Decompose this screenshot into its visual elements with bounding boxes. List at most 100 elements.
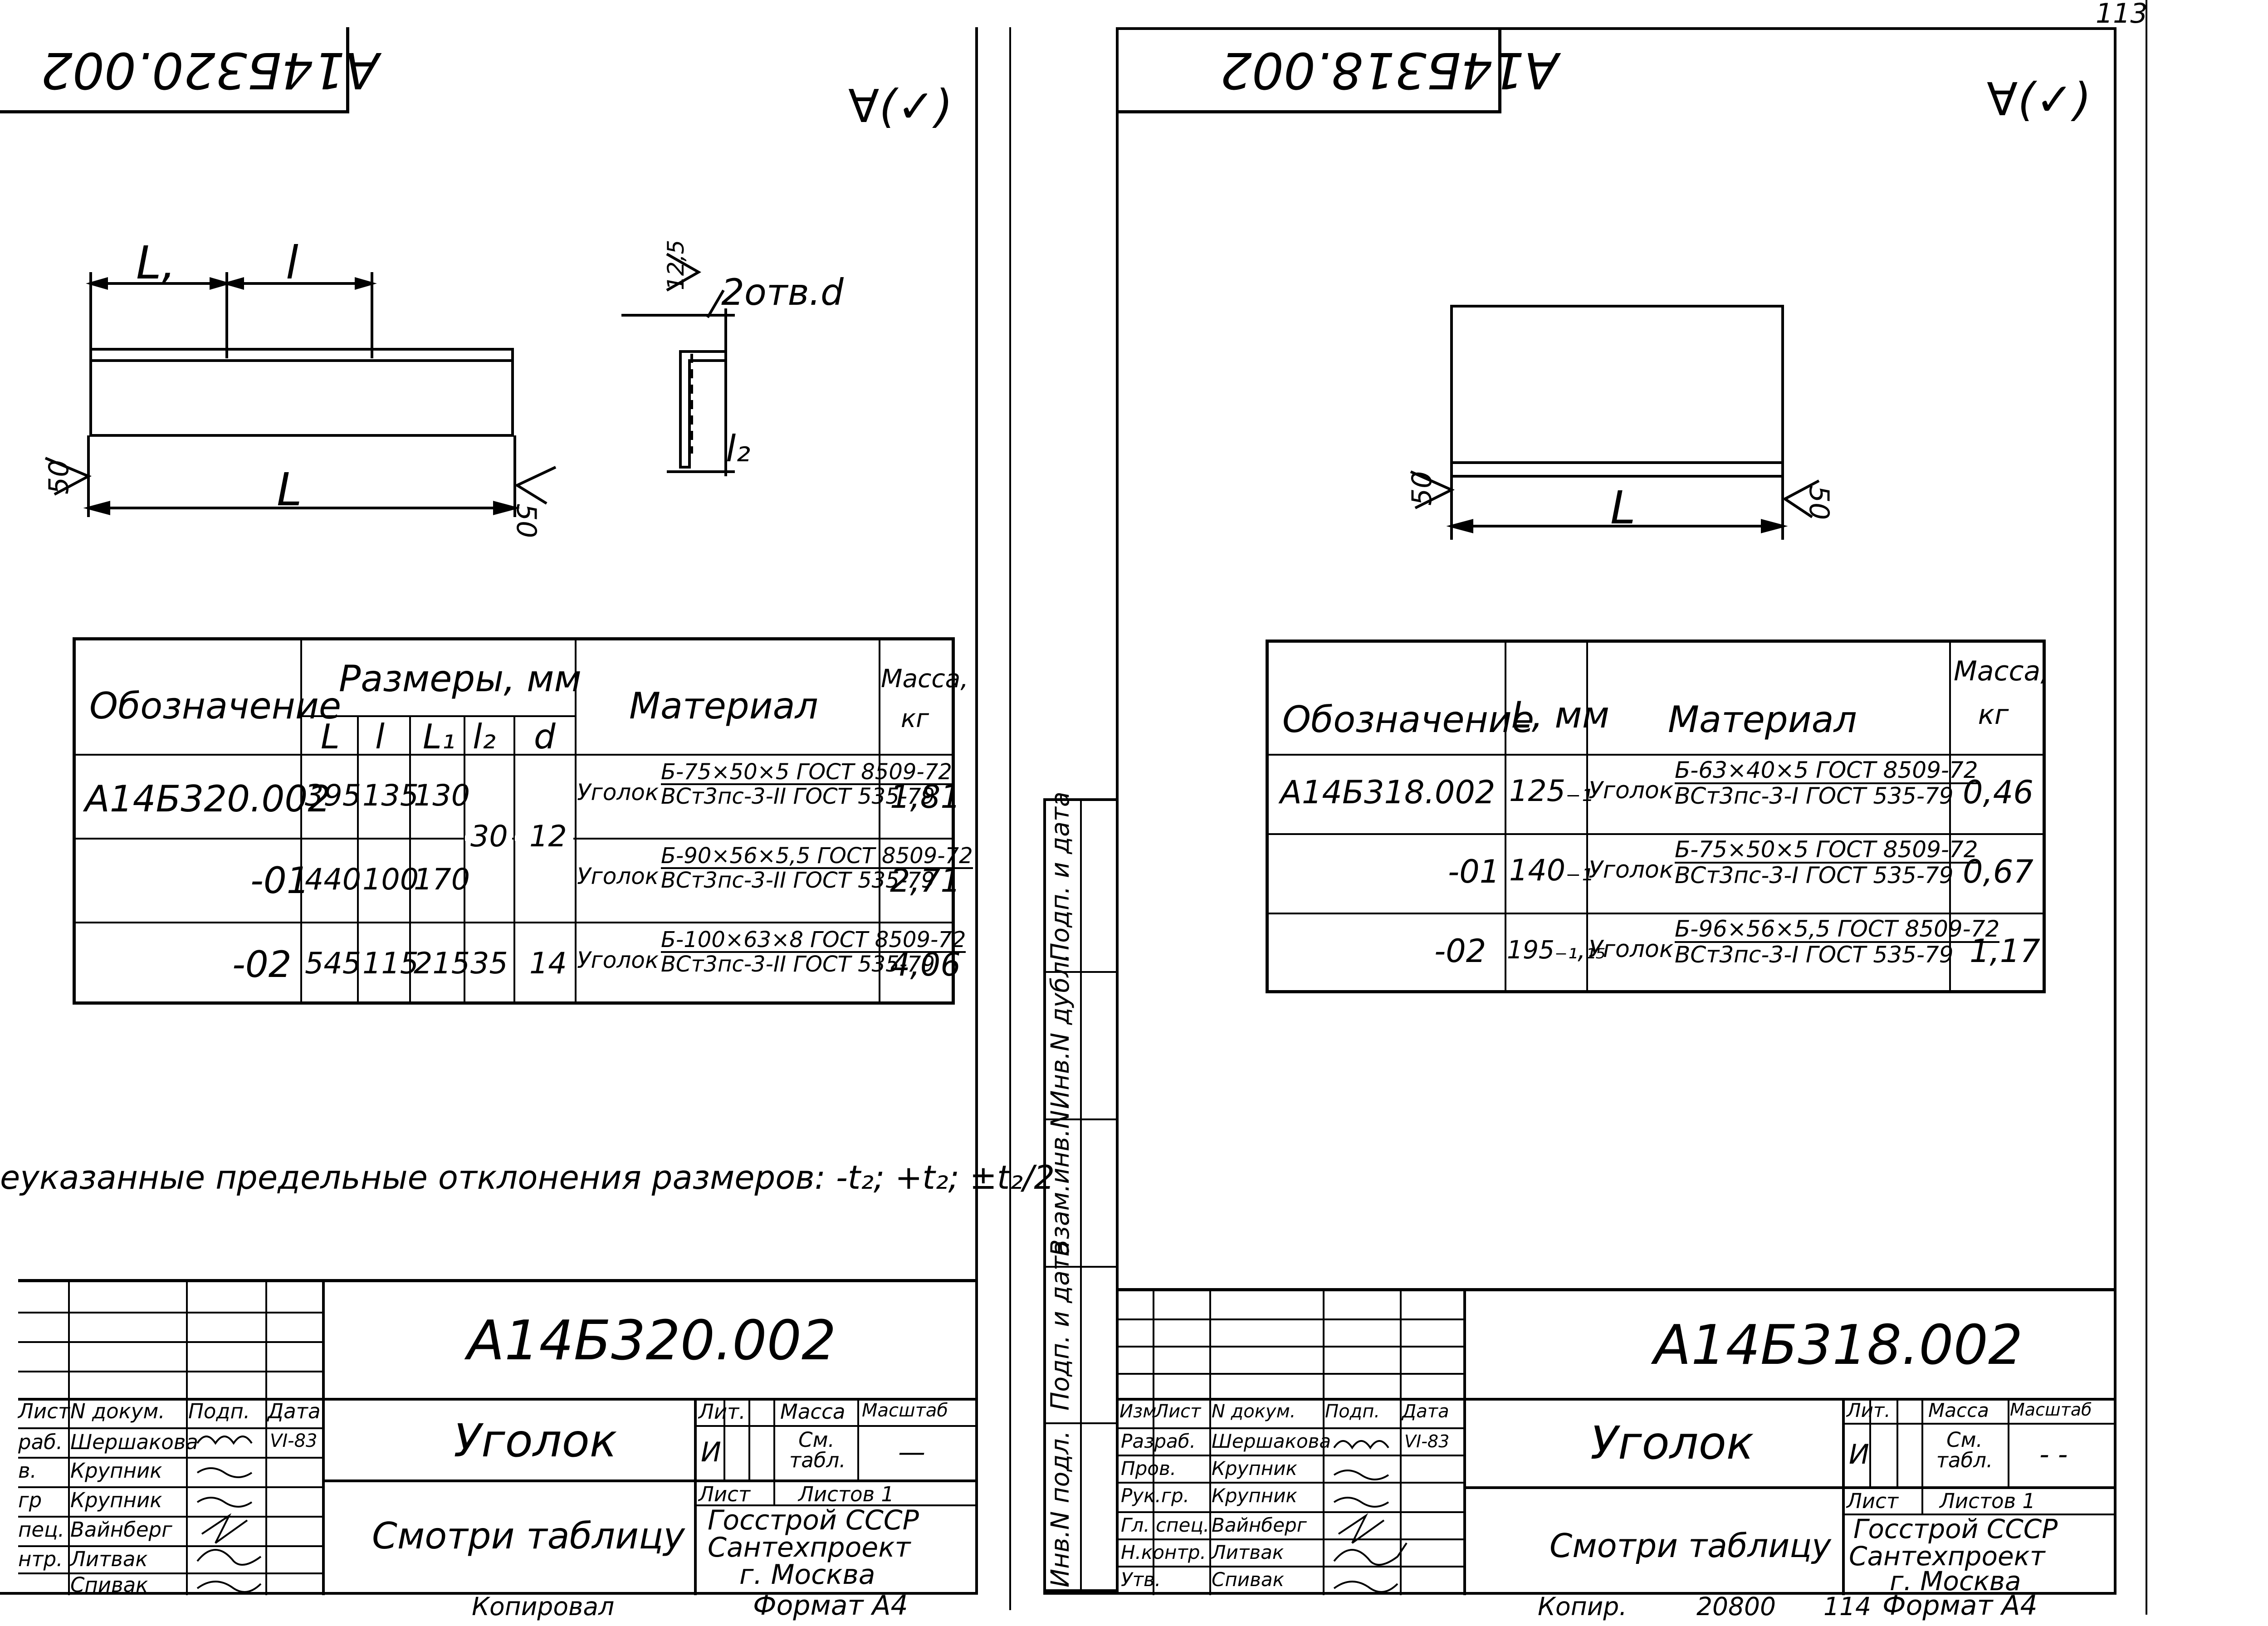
left-row0-mat-prefix: Уголок [577, 779, 659, 806]
left-row0-l: 135 [362, 779, 419, 813]
left-tb-name-2: Крупник [70, 1488, 162, 1512]
left-tb-name-3: Вайнберг [70, 1518, 172, 1542]
left-row0-d: 12 [529, 820, 567, 854]
right-tb-col-4: Дата [1402, 1401, 1449, 1422]
right-tb-org1: Госстрой СССР [1853, 1514, 2058, 1544]
right-row1-L: 140₋₁ [1509, 854, 1593, 888]
left-tb-col-0: Лист [18, 1399, 70, 1423]
left-table: Обозначение Размеры, мм L l L₁ l₂ d Мате… [73, 637, 973, 1005]
left-h-material: Материал [629, 685, 818, 727]
left-row2-mat-prefix: Уголок [577, 947, 659, 973]
left-dim-L1: L, [136, 236, 176, 289]
left-tb-role-2: гр [18, 1488, 42, 1512]
left-tb-col-3: Дата [268, 1399, 321, 1423]
left-top-stamp: А14Б320.002 [0, 27, 379, 113]
left-row1-l: 100 [362, 863, 419, 897]
page-number: 113 [2096, 0, 2148, 29]
left-h-L: L [321, 717, 340, 757]
right-signatures [1333, 1440, 1408, 1593]
right-side-label-4: Подп. и дата [1046, 791, 1075, 962]
left-h-l2: l₂ [473, 717, 496, 757]
right-tb-name-0: Шершакова [1212, 1430, 1331, 1452]
left-tb-date-0: VI-83 [270, 1431, 318, 1451]
left-dim-L: L [277, 463, 302, 516]
right-h-material: Материал [1668, 698, 1857, 741]
right-h-L: L, мм [1511, 694, 1610, 736]
left-row1-material: Б-90×56×5,5 ГОСТ 8509-72 ВСт3пс-3-II ГОС… [661, 843, 973, 894]
left-row0-designation: А14Б320.002 [85, 778, 331, 820]
right-tb-role-0: Разраб. [1121, 1430, 1196, 1452]
left-row1-L1: 170 [414, 863, 470, 897]
left-tb-org2: Сантехпроект [708, 1532, 911, 1563]
left-dim-hole: 2отв.d [721, 271, 844, 313]
left-tb-role-4: нтр. [18, 1547, 63, 1571]
left-copied: Копировал [472, 1592, 615, 1621]
left-row0-L1: 130 [414, 779, 470, 813]
right-row2-mass: 1,17 [1970, 933, 2040, 970]
right-tb-org2: Сантехпроект [1849, 1541, 2045, 1572]
right-tb-col-3: Подп. [1325, 1401, 1380, 1422]
left-tb-name: Уголок [454, 1414, 617, 1467]
right-tb-col-2: N докум. [1212, 1401, 1296, 1422]
left-tb-org3: г. Москва [739, 1559, 875, 1591]
left-note: еуказанные предельные отклонения размеро… [0, 1158, 1055, 1196]
left-row0-L: 395 [305, 779, 362, 813]
right-title-block: А14Б318.002 Уголок Смотри таблицу Лит. М… [1119, 1288, 2114, 1595]
left-h-sizes: Размеры, мм [339, 658, 582, 700]
right-tb-lit-val: И [1849, 1439, 1869, 1470]
left-row2-l2: 35 [470, 947, 508, 981]
right-tb-sheets: Листов 1 [1940, 1489, 2036, 1513]
right-tb-lit: Лит. [1847, 1399, 1891, 1421]
right-top-stamp: А14Б318.002 [1116, 27, 1559, 113]
right-row0-material: Б-63×40×5 ГОСТ 8509-72 ВСт3пс-3-I ГОСТ 5… [1675, 757, 1978, 809]
left-tb-code: А14Б320.002 [467, 1309, 836, 1372]
right-tb-role-1: Пров. [1121, 1457, 1177, 1480]
right-tb-col-0: Изм [1119, 1401, 1157, 1422]
left-h-d: d [534, 717, 556, 757]
left-tb-sheets: Листов 1 [798, 1482, 894, 1506]
right-rough-left: 50 [1406, 471, 1438, 506]
right-row0-L: 125₋₁ [1509, 774, 1593, 808]
right-tb-name-1: Крупник [1212, 1457, 1297, 1480]
left-row1-designation: -01 [250, 859, 310, 902]
left-tb-role-3: пец. [18, 1518, 65, 1542]
left-tb-scale: Масштаб [862, 1400, 948, 1421]
left-tb-org1: Госстрой СССР [708, 1504, 919, 1536]
right-row1-mass: 0,67 [1963, 853, 2033, 890]
right-tb-name-4: Литвак [1212, 1541, 1284, 1563]
left-roughness-mark: ∀(✓) [848, 80, 953, 133]
right-h-mass: Масса, кг [1954, 655, 2049, 731]
left-format: Формат А4 [753, 1590, 908, 1621]
left-tb-col-1: N докум. [70, 1399, 165, 1423]
right-tb-subtitle: Смотри таблицу [1549, 1527, 1831, 1565]
left-tb-lit-val: И [701, 1436, 721, 1468]
right-rough-right: 50 [1803, 485, 1835, 520]
left-tb-mass: Масса [780, 1400, 846, 1424]
left-angle-drawing [44, 253, 735, 517]
right-tb-role-5: Утв. [1121, 1568, 1161, 1591]
right-tb-role-2: Рук.гр. [1121, 1484, 1189, 1507]
left-tb-sheet: Лист [699, 1482, 751, 1506]
right-angle-drawing [1410, 305, 1820, 540]
right-roughness-mark: ∀(✓) [1987, 73, 2092, 126]
left-row1-L: 440 [305, 863, 362, 897]
left-row0-material: Б-75×50×5 ГОСТ 8509-72 ВСт3пс-3-II ГОСТ … [661, 759, 952, 810]
left-row2-mass: 4,06 [890, 946, 961, 983]
left-tb-name-0: Шершакова [70, 1430, 198, 1454]
right-tb-scale: Масштаб [2010, 1400, 2092, 1420]
right-row0-designation: А14Б318.002 [1280, 774, 1496, 811]
left-row2-L: 545 [305, 947, 362, 981]
right-side-label-2: Взам.инв.N [1046, 1110, 1075, 1256]
right-tb-name-2: Крупник [1212, 1484, 1297, 1507]
left-h-L1: L₁ [423, 717, 455, 757]
left-h-l: l [375, 717, 385, 757]
right-tb-sheet: Лист [1847, 1489, 1899, 1513]
right-tb-name: Уголок [1590, 1416, 1754, 1470]
right-row2-designation: -02 [1434, 933, 1486, 970]
left-tb-name-1: Крупник [70, 1459, 162, 1483]
right-tb-mass-val: См. табл. [1936, 1428, 1993, 1472]
right-table: Обозначение L, мм Материал Масса, кг А14… [1266, 640, 2049, 993]
right-page: 114 [1823, 1592, 1871, 1621]
left-tb-col-2: Подп. [188, 1399, 250, 1423]
right-row0-mass: 0,46 [1963, 774, 2033, 811]
